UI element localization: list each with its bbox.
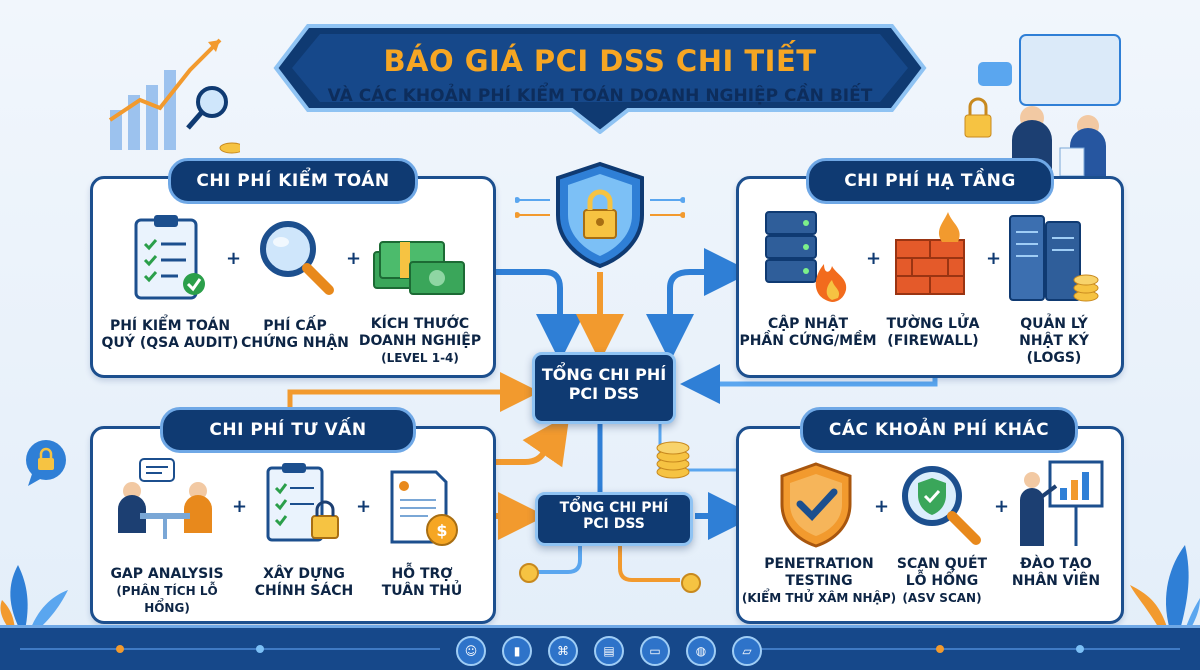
label-line: TƯỜNG LỬA [886, 316, 980, 332]
label-line: LỖ HỔNG [905, 573, 979, 589]
footer-circuit-decor [20, 645, 1180, 653]
network-icon: ⌘ [548, 636, 578, 666]
label-line: HỖ TRỢ [391, 566, 453, 582]
compliance-invoice-icon: $ [390, 470, 458, 546]
audit-cost-heading: CHI PHÍ KIỂM TOÁN [168, 158, 418, 204]
label-line: QUÝ (QSA AUDIT) [101, 335, 239, 351]
label-line: NHÂN VIÊN [1011, 573, 1101, 589]
shield-check-icon [780, 462, 852, 548]
label-line: QUẢN LÝ [1020, 316, 1088, 332]
security-shield-icon [556, 161, 644, 269]
coin-icon [681, 573, 701, 593]
label-line: PENETRATION [764, 556, 874, 572]
footer-bar: ☺ ▮ ⌘ ▤ ▭ ◍ ▱ [0, 625, 1200, 670]
label-line: (FIREWALL) [887, 333, 979, 349]
label-line: ĐÀO TẠO [1020, 556, 1092, 572]
plus-sign: + [994, 496, 1010, 517]
plus-sign: + [346, 248, 362, 269]
svg-text:$: $ [436, 521, 447, 540]
hub-top-line-2: PCI DSS [568, 384, 640, 403]
training-presenter-icon [1020, 460, 1104, 546]
plus-sign: + [986, 248, 1002, 269]
label-line: (ASV SCAN) [902, 591, 982, 605]
plant-left-icon [0, 565, 68, 630]
scan-magnifier-icon [902, 466, 981, 545]
total-cost-hub-bottom: TỔNG CHI PHÍ PCI DSS [535, 492, 693, 546]
label-line: (LOGS) [1026, 350, 1082, 366]
clipboard-checklist-icon [134, 215, 205, 300]
chart-icon: ▮ [502, 636, 532, 666]
magnifier-icon [260, 221, 334, 295]
infra-item-3-label: QUẢN LÝ NHẬT KÝ (LOGS) [998, 316, 1110, 367]
other-item-2-label: SCAN QUÉT LỖ HỔNG (ASV SCAN) [892, 556, 992, 607]
label-line: (PHÂN TÍCH LỖ HỔNG) [116, 584, 218, 615]
policy-document-icon [266, 463, 339, 542]
lock-chat-icon [26, 440, 66, 486]
hub-top-line-1: TỔNG CHI PHÍ [541, 365, 667, 384]
title-line-2: VÀ CÁC KHOẢN PHÍ KIỂM TOÁN DOANH NGHIỆP … [327, 86, 873, 106]
label-line: PHẦN CỨNG/MỀM [739, 333, 877, 349]
title-banner: BÁO GIÁ PCI DSS CHI TIẾT VÀ CÁC KHOẢN PH… [268, 18, 932, 134]
consult-item-1-label: GAP ANALYSIS (PHÂN TÍCH LỖ HỔNG) [92, 566, 242, 617]
label-line: XÂY DỰNG [263, 566, 345, 582]
label-line: KÍCH THƯỚC [370, 316, 470, 332]
label-line: TESTING [785, 573, 853, 589]
plant-right-icon [1130, 545, 1200, 630]
folder-icon: ▱ [732, 636, 762, 666]
label-line: SCAN QUÉT [896, 556, 988, 572]
other-item-1-label: PENETRATION TESTING (KIỂM THỬ XÂM NHẬP) [740, 556, 898, 607]
user-icon: ☺ [456, 636, 486, 666]
title-line-1: BÁO GIÁ PCI DSS CHI TIẾT [383, 44, 817, 78]
plus-sign: + [874, 496, 890, 517]
label-line: (LEVEL 1-4) [381, 351, 459, 365]
infra-item-1-label: CẬP NHẬT PHẦN CỨNG/MỀM [738, 316, 878, 350]
audit-item-3-label: KÍCH THƯỚC DOANH NGHIỆP (LEVEL 1-4) [352, 316, 488, 367]
label-line: CHỨNG NHẬN [241, 335, 349, 351]
trend-chart-icon [108, 38, 240, 154]
monitor-icon: ▭ [640, 636, 670, 666]
label-line: GAP ANALYSIS [110, 566, 224, 582]
coin-icon [519, 563, 539, 583]
consulting-cost-heading: CHI PHÍ TƯ VẤN [160, 407, 416, 453]
money-stack-icon [373, 241, 465, 295]
label-line: PHÍ KIỂM TOÁN [109, 318, 231, 334]
label-line: (KIỂM THỬ XÂM NHẬP) [741, 591, 897, 605]
label-line: TUÂN THỦ [381, 583, 463, 599]
plus-sign: + [232, 496, 248, 517]
label-line: CẬP NHẬT [767, 316, 849, 332]
document-icon: ▤ [594, 636, 624, 666]
label-line: PHÍ CẤP [263, 318, 327, 334]
plus-sign: + [866, 248, 882, 269]
firewall-icon [895, 212, 965, 295]
infra-item-2-label: TƯỜNG LỬA (FIREWALL) [878, 316, 988, 350]
plus-sign: + [356, 496, 372, 517]
other-item-3-label: ĐÀO TẠO NHÂN VIÊN [1006, 556, 1106, 590]
audit-item-2-label: PHÍ CẤP CHỨNG NHẬN [240, 318, 350, 352]
consult-item-2-label: XÂY DỰNG CHÍNH SÁCH [248, 566, 360, 600]
label-line: NHẬT KÝ [1019, 333, 1089, 349]
meeting-icon [118, 458, 212, 539]
circuit-lines-icon [515, 197, 685, 218]
hub-bottom-line-1: TỔNG CHI PHÍ [559, 500, 669, 516]
infrastructure-cost-heading: CHI PHÍ HẠ TẦNG [806, 158, 1054, 204]
plus-sign: + [226, 248, 242, 269]
coin-stack-icon [656, 441, 690, 479]
server-rack-icon [1009, 215, 1099, 302]
audit-item-1-label: PHÍ KIỂM TOÁN QUÝ (QSA AUDIT) [100, 318, 240, 352]
other-cost-heading: CÁC KHOẢN PHÍ KHÁC [800, 407, 1078, 453]
globe-icon: ◍ [686, 636, 716, 666]
server-fire-icon [765, 211, 847, 302]
label-line: CHÍNH SÁCH [254, 583, 354, 599]
total-cost-hub-top: TỔNG CHI PHÍ PCI DSS [532, 352, 676, 424]
hub-bottom-line-2: PCI DSS [583, 516, 645, 532]
consult-item-3-label: HỖ TRỢ TUÂN THỦ [372, 566, 472, 600]
label-line: DOANH NGHIỆP [358, 333, 482, 349]
